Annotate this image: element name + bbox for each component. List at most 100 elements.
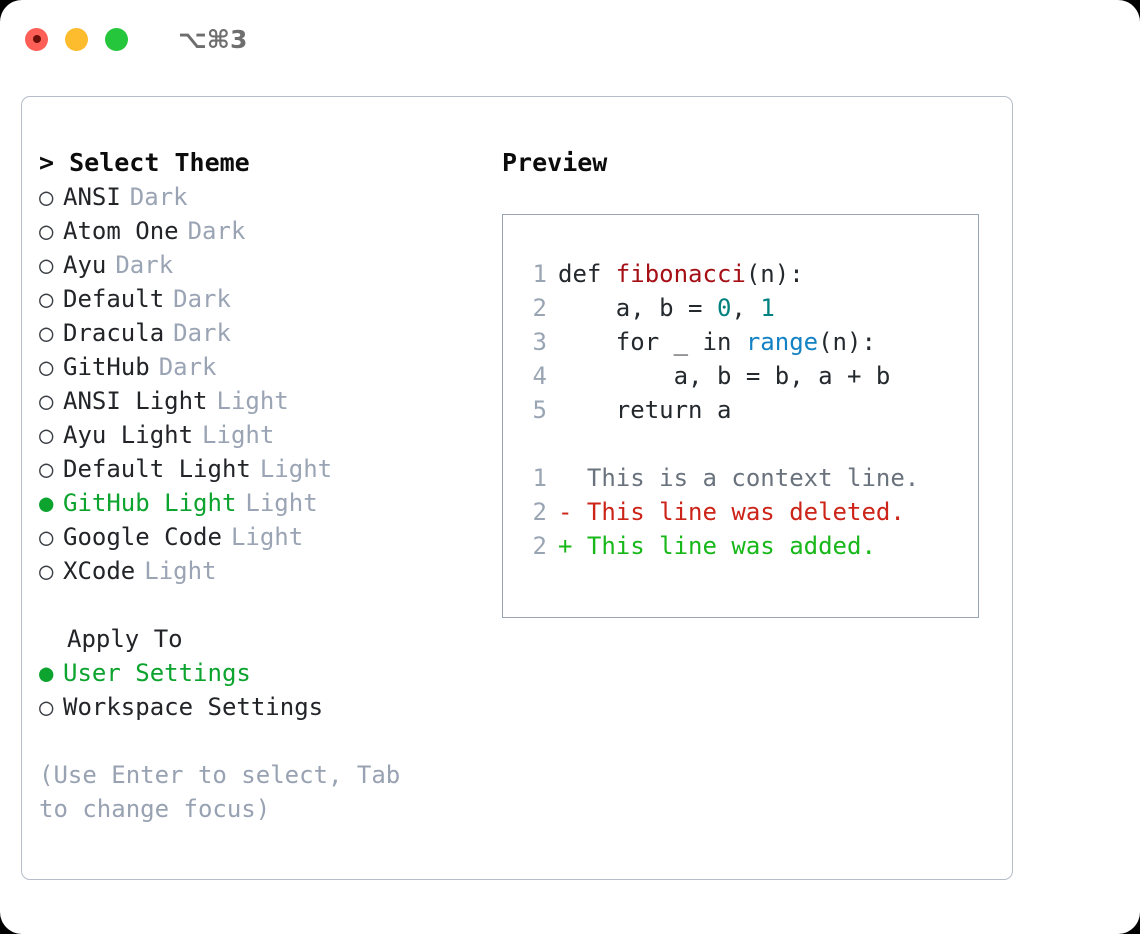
diff-marker: - <box>558 498 587 526</box>
code-line-number: 4 <box>532 362 547 390</box>
close-button-icon[interactable] <box>25 27 48 51</box>
code-line-content: def fibonacci(n): <box>558 257 804 291</box>
window-title-shortcut: ⌥⌘3 <box>178 24 248 54</box>
radio-unselected-icon[interactable]: ○ <box>39 557 54 585</box>
theme-option-tag: Light <box>245 489 318 517</box>
radio-unselected-icon[interactable]: ○ <box>39 251 54 279</box>
theme-option-ayu-light[interactable]: ○ Ayu Light Light <box>39 418 484 452</box>
diff-line-number: 2 <box>532 532 547 560</box>
radio-unselected-icon[interactable]: ○ <box>39 319 54 347</box>
theme-option-default[interactable]: ○ Default Dark <box>39 282 484 316</box>
theme-option-tag: Light <box>216 387 289 415</box>
radio-unselected-icon[interactable]: ○ <box>39 421 54 449</box>
code-token-call: range <box>745 328 819 356</box>
radio-unselected-icon[interactable]: ○ <box>39 285 54 313</box>
code-token-plain: a, b = b, a + b <box>558 362 891 390</box>
theme-option-github-light[interactable]: ● GitHub Light Light <box>39 486 484 520</box>
code-token-fn: fibonacci <box>615 260 746 288</box>
maximize-button-icon[interactable] <box>105 27 128 51</box>
apply-to-heading: Apply To <box>67 625 183 653</box>
diff-marker: + <box>558 532 587 560</box>
diff-marker <box>558 461 587 495</box>
theme-option-label: Ayu Light <box>63 421 194 449</box>
code-token-plain: (n): <box>745 260 804 288</box>
code-token-num: 1 <box>760 294 775 322</box>
theme-option-tag: Dark <box>187 217 246 245</box>
code-token-plain: (n): <box>818 328 876 356</box>
theme-option-ayu[interactable]: ○ Ayu Dark <box>39 248 484 282</box>
code-line-number: 3 <box>532 328 547 356</box>
theme-option-label: GitHub <box>63 353 150 381</box>
theme-option-label: Default Light <box>63 455 251 483</box>
code-line-number: 1 <box>532 260 547 288</box>
diff-line-number: 2 <box>532 498 547 526</box>
theme-option-tag: Light <box>259 455 333 483</box>
code-diff-spacer <box>517 427 978 461</box>
apply-to-option-user-settings[interactable]: ● User Settings <box>39 656 484 690</box>
code-token-plain: return a <box>558 396 732 424</box>
code-line: 3 for _ in range(n): <box>517 325 978 359</box>
diff-text: This line was deleted. <box>586 498 905 526</box>
theme-option-default-light[interactable]: ○ Default Light Light <box>39 452 484 486</box>
minimize-button-icon[interactable] <box>65 27 88 51</box>
apply-to-option-list[interactable]: ● User Settings ○Workspace Settings <box>39 656 484 724</box>
theme-option-tag: Light <box>202 421 275 449</box>
theme-option-label: Default <box>63 285 165 313</box>
radio-unselected-icon[interactable]: ○ <box>39 353 54 381</box>
code-token-plain: def <box>558 260 616 288</box>
radio-unselected-icon[interactable]: ○ <box>39 523 54 551</box>
code-token-num: 0 <box>716 294 732 322</box>
theme-option-label: GitHub Light <box>63 489 237 517</box>
diff-line-deleted: 2- This line was deleted. <box>517 495 978 529</box>
code-line-content: return a <box>558 393 732 427</box>
code-line-content: for _ in range(n): <box>558 325 876 359</box>
keyboard-hint-text: (Use Enter to select, Tab to change focu… <box>39 761 415 823</box>
section-spacer <box>39 588 484 622</box>
theme-option-tag: Light <box>230 523 304 551</box>
theme-option-tag: Dark <box>173 319 231 347</box>
theme-option-label: ANSI <box>63 183 121 211</box>
code-token-plain: , <box>731 294 761 322</box>
theme-option-tag: Dark <box>115 251 174 279</box>
window-controls <box>25 27 128 51</box>
radio-unselected-icon[interactable]: ○ <box>39 183 54 211</box>
apply-to-option-workspace-settings[interactable]: ○Workspace Settings <box>39 690 484 724</box>
apply-to-option-label: User Settings <box>63 659 251 687</box>
radio-unselected-icon[interactable]: ○ <box>39 693 54 721</box>
theme-option-tag: Dark <box>173 285 231 313</box>
theme-option-xcode[interactable]: ○ XCode Light <box>39 554 484 588</box>
radio-unselected-icon[interactable]: ○ <box>39 217 54 245</box>
radio-unselected-icon[interactable]: ○ <box>39 387 54 415</box>
code-line-number: 2 <box>532 294 547 322</box>
code-token-plain: for _ in <box>558 328 746 356</box>
code-line: 5 return a <box>517 393 978 427</box>
diff-line-added: 2+ This line was added. <box>517 529 978 563</box>
theme-option-tag: Light <box>144 557 217 585</box>
theme-option-ansi[interactable]: ○ ANSI Dark <box>39 180 484 214</box>
diff-line-context: 1 This is a context line. <box>517 461 978 495</box>
preview-heading: Preview <box>502 148 608 177</box>
theme-option-tag: Dark <box>129 183 188 211</box>
diff-line-number: 1 <box>532 464 547 492</box>
theme-option-label: XCode <box>63 557 136 585</box>
radio-selected-icon[interactable]: ● <box>39 489 54 517</box>
diff-text: This is a context line. <box>586 464 920 492</box>
code-line-content: a, b = 0, 1 <box>558 291 775 325</box>
code-line: 4 a, b = b, a + b <box>517 359 978 393</box>
code-line: 2 a, b = 0, 1 <box>517 291 978 325</box>
radio-selected-icon[interactable]: ● <box>39 659 54 687</box>
radio-unselected-icon[interactable]: ○ <box>39 455 54 483</box>
code-line-number: 5 <box>532 396 547 424</box>
theme-option-label: Ayu <box>63 251 107 279</box>
